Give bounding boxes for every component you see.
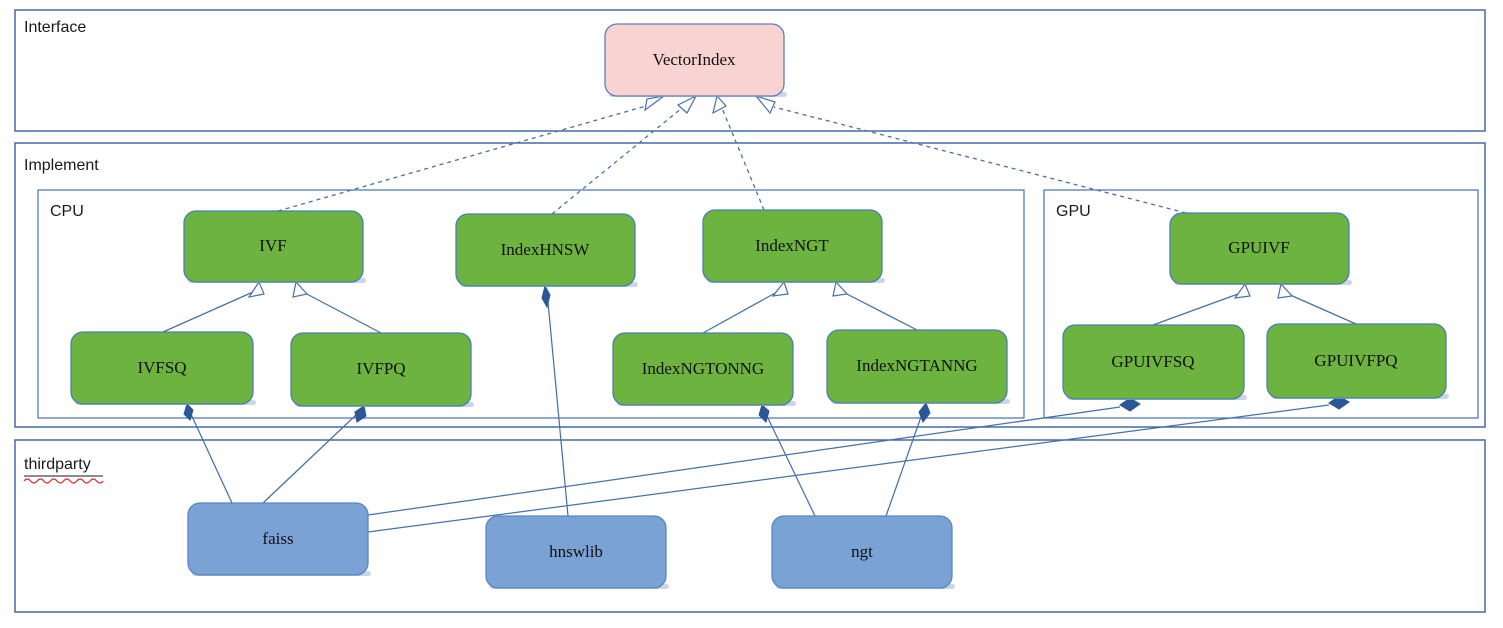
edge-indexhnsw-to-vectorindex bbox=[551, 107, 683, 215]
node-ivfpq[interactable]: IVFPQ bbox=[290, 332, 474, 407]
diamond-hnswlib-indexhnsw-icon bbox=[541, 284, 551, 309]
edge-ngt-to-indexngtonng bbox=[765, 413, 816, 517]
node-hnswlib-label: hnswlib bbox=[549, 542, 603, 561]
node-gpuivf-rect[interactable] bbox=[1169, 212, 1350, 285]
node-indexngt[interactable]: IndexNGT bbox=[702, 209, 885, 283]
edge-group-inheritance bbox=[162, 280, 1357, 334]
node-vectorindex-label: VectorIndex bbox=[652, 50, 736, 69]
edge-indexngtonng-to-indexngt bbox=[702, 291, 778, 334]
node-indexngt-label: IndexNGT bbox=[755, 236, 829, 255]
diamond-faiss-ivfsq-icon bbox=[183, 403, 194, 421]
node-indexhnsw[interactable]: IndexHNSW bbox=[455, 213, 638, 287]
diamond-faiss-gpuivfpq-icon bbox=[1328, 395, 1350, 410]
diamond-faiss-gpuivfsq-icon bbox=[1119, 397, 1141, 412]
edge-indexngt-to-vectorindex bbox=[721, 107, 765, 211]
node-vectorindex-rect[interactable] bbox=[604, 23, 785, 97]
group-label-cpu: CPU bbox=[50, 203, 84, 220]
edge-gpuivf-to-vectorindex bbox=[773, 106, 1187, 214]
edge-faiss-to-ivfpq bbox=[262, 413, 358, 504]
node-indexngtonng[interactable]: IndexNGTONNG bbox=[612, 332, 796, 406]
node-indexngtonng-rect[interactable] bbox=[612, 332, 794, 406]
node-ngt-label: ngt bbox=[851, 542, 873, 561]
node-ivfsq[interactable]: IVFSQ bbox=[70, 331, 256, 405]
edge-hnswlib-to-indexhnsw bbox=[547, 301, 569, 517]
arrowhead-gpuivf-vectorindex-icon bbox=[754, 94, 776, 115]
edge-group-realization bbox=[277, 94, 1187, 215]
edge-faiss-to-gpuivfsq bbox=[367, 406, 1121, 516]
node-ivfpq-rect[interactable] bbox=[290, 332, 472, 407]
arrowhead-gpuivfsq-gpuivf-icon bbox=[1233, 282, 1251, 299]
arrowhead-gpuivfpq-gpuivf-icon bbox=[1277, 282, 1294, 299]
diamond-ngt-indexngtanng-icon bbox=[918, 402, 931, 423]
node-ngt[interactable]: ngt bbox=[771, 515, 955, 589]
node-hnswlib[interactable]: hnswlib bbox=[485, 515, 669, 589]
edge-gpuivfpq-to-gpuivf bbox=[1287, 293, 1357, 325]
node-ivf[interactable]: IVF bbox=[183, 210, 366, 283]
arrowhead-indexngtonng-indexngt-icon bbox=[771, 280, 789, 297]
node-gpuivfsq[interactable]: GPUIVFSQ bbox=[1062, 324, 1247, 400]
edge-faiss-to-ivfsq bbox=[189, 411, 233, 504]
node-gpuivfpq[interactable]: GPUIVFPQ bbox=[1266, 323, 1449, 399]
edge-group-composition bbox=[183, 284, 1350, 533]
node-ivf-label: IVF bbox=[259, 236, 286, 255]
group-gpu[interactable]: GPU bbox=[1043, 189, 1479, 419]
diamond-faiss-ivfpq-icon bbox=[354, 405, 367, 423]
node-indexngt-rect[interactable] bbox=[702, 209, 883, 283]
edge-ivfsq-to-ivf bbox=[162, 291, 254, 333]
edge-gpuivfsq-to-gpuivf bbox=[1152, 293, 1239, 326]
arrowhead-ivfpq-ivf-icon bbox=[292, 280, 309, 298]
group-label-thirdparty: thirdparty bbox=[24, 456, 91, 473]
node-hnswlib-rect[interactable] bbox=[485, 515, 667, 589]
node-gpuivf-label: GPUIVF bbox=[1228, 238, 1289, 257]
group-label-interface: Interface bbox=[24, 19, 86, 36]
diamond-ngt-indexngtonng-icon bbox=[758, 404, 770, 423]
group-cpu[interactable]: CPU bbox=[37, 189, 1025, 419]
node-indexngtanng-label: IndexNGTANNG bbox=[856, 356, 977, 375]
node-vectorindex[interactable]: VectorIndex bbox=[604, 23, 787, 97]
node-indexngtonng-label: IndexNGTONNG bbox=[642, 359, 764, 378]
edge-ngt-to-indexngtanng bbox=[885, 413, 923, 517]
node-gpuivfsq-label: GPUIVFSQ bbox=[1111, 352, 1194, 371]
arrowhead-indexngt-vectorindex-icon bbox=[712, 94, 727, 115]
arrowhead-indexhnsw-vectorindex-icon bbox=[676, 94, 698, 114]
edge-indexngtanng-to-indexngt bbox=[842, 291, 918, 331]
group-label-implement: Implement bbox=[24, 157, 99, 174]
node-indexhnsw-rect[interactable] bbox=[455, 213, 636, 287]
node-faiss-label: faiss bbox=[262, 529, 293, 548]
node-gpuivfsq-rect[interactable] bbox=[1062, 324, 1245, 400]
group-frame-cpu bbox=[37, 189, 1025, 419]
node-gpuivf[interactable]: GPUIVF bbox=[1169, 212, 1352, 285]
group-label-gpu: GPU bbox=[1056, 203, 1091, 220]
group-frame-gpu bbox=[1043, 189, 1479, 419]
node-ivf-rect[interactable] bbox=[183, 210, 364, 283]
node-gpuivfpq-label: GPUIVFPQ bbox=[1314, 351, 1397, 370]
node-ivfsq-label: IVFSQ bbox=[137, 358, 186, 377]
arrowhead-indexngtanng-indexngt-icon bbox=[832, 280, 849, 297]
node-gpuivfpq-rect[interactable] bbox=[1266, 323, 1447, 399]
spellcheck-squiggle-icon bbox=[23, 478, 104, 484]
group-thirdparty[interactable]: thirdparty bbox=[14, 439, 1486, 613]
node-indexhnsw-label: IndexHNSW bbox=[501, 240, 591, 259]
edge-faiss-to-gpuivfpq bbox=[367, 404, 1330, 533]
edge-ivfpq-to-ivf bbox=[302, 291, 382, 334]
node-faiss-rect[interactable] bbox=[187, 502, 369, 576]
node-indexngtanng[interactable]: IndexNGTANNG bbox=[826, 329, 1010, 404]
group-frame-thirdparty bbox=[14, 439, 1486, 613]
arrowhead-ivfsq-ivf-icon bbox=[247, 280, 265, 298]
node-indexngtanng-rect[interactable] bbox=[826, 329, 1008, 404]
node-ivfpq-label: IVFPQ bbox=[356, 359, 405, 378]
arrowhead-ivf-vectorindex-icon bbox=[644, 95, 665, 112]
node-faiss[interactable]: faiss bbox=[187, 502, 371, 576]
node-ivfsq-rect[interactable] bbox=[70, 331, 254, 405]
node-ngt-rect[interactable] bbox=[771, 515, 953, 589]
